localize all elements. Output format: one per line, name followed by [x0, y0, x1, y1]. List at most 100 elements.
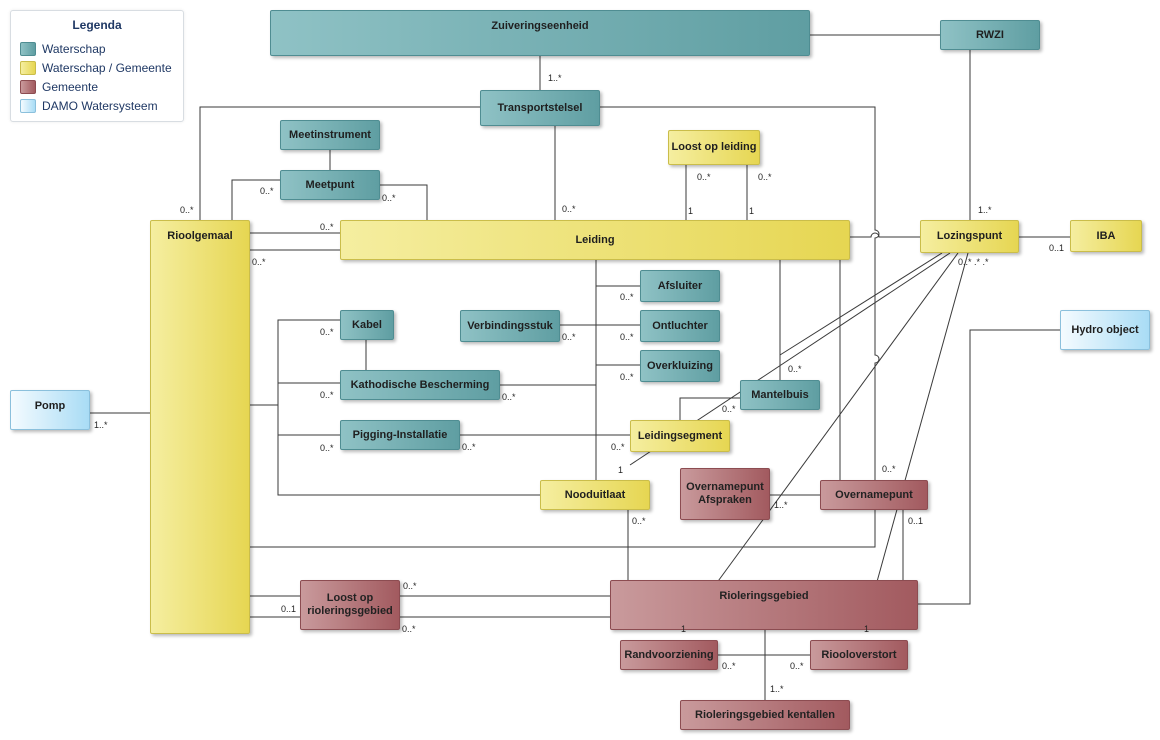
node-label: Overkluizing — [646, 359, 714, 372]
multiplicity-label: 1 — [681, 624, 687, 634]
connector — [277, 405, 540, 496]
multiplicity-label: 1..* — [548, 73, 562, 83]
node-label: Pigging-Installatie — [352, 428, 448, 441]
node-riooloverstort[interactable]: Riooloverstort — [810, 640, 908, 670]
multiplicity-label: 0..* — [462, 442, 476, 452]
multiplicity-label: 0..* — [697, 172, 711, 182]
legend-label: Waterschap / Gemeente — [42, 61, 172, 75]
node-label: Leidingsegment — [637, 429, 723, 442]
node-rwzi[interactable]: RWZI — [940, 20, 1040, 50]
multiplicity-label: 0..1 — [281, 604, 297, 614]
node-rioleringsgebied-kentallen[interactable]: Rioleringsgebied kentallen — [680, 700, 850, 730]
multiplicity-label: 0..* — [180, 205, 194, 215]
node-transportstelsel[interactable]: Transportstelsel — [480, 90, 600, 126]
multiplicity-label: 1..* — [94, 420, 108, 430]
node-meetpunt[interactable]: Meetpunt — [280, 170, 380, 200]
multiplicity-label: 1 — [864, 624, 870, 634]
node-label: Meetinstrument — [289, 128, 371, 141]
node-verbindingsstuk[interactable]: Verbindingsstuk — [460, 310, 560, 342]
node-leidingsegment[interactable]: Leidingsegment — [630, 420, 730, 452]
connector — [250, 319, 340, 406]
node-ontluchter[interactable]: Ontluchter — [640, 310, 720, 342]
multiplicity-label: 1..* — [978, 205, 992, 215]
multiplicity-label: 1 — [688, 206, 694, 216]
node-mantelbuis[interactable]: Mantelbuis — [740, 380, 820, 410]
node-leiding[interactable]: Leiding — [340, 220, 850, 260]
node-overnamepunt[interactable]: Overnamepunt — [820, 480, 928, 510]
multiplicity-label: 0..* — [320, 222, 334, 232]
node-kathodische-bescherming[interactable]: Kathodische Bescherming — [340, 370, 500, 400]
node-label: Verbindingsstuk — [467, 319, 553, 332]
node-label: Afsluiter — [657, 279, 703, 292]
multiplicity-label: 0..* — [562, 204, 576, 214]
multiplicity-label: 0..1 — [908, 516, 924, 526]
multiplicity-label: 1 — [749, 206, 755, 216]
multiplicity-label: 0..* — [320, 327, 334, 337]
node-label: IBA — [1096, 229, 1116, 242]
node-randvoorziening[interactable]: Randvoorziening — [620, 640, 718, 670]
connector — [850, 232, 920, 238]
legend-label: DAMO Watersysteem — [42, 99, 158, 113]
legend-label: Gemeente — [42, 80, 99, 94]
node-hydro-object[interactable]: Hydro object — [1060, 310, 1150, 350]
node-afsluiter[interactable]: Afsluiter — [640, 270, 720, 302]
node-label: Rioolgemaal — [167, 230, 233, 242]
multiplicity-label: 1 — [618, 465, 624, 475]
node-label: Lozingspunt — [936, 230, 1003, 242]
multiplicity-label: 0..* — [790, 661, 804, 671]
multiplicity-label: 0..* — [758, 172, 772, 182]
multiplicity-label: 0..* — [632, 516, 646, 526]
legend-item-waterschap: Waterschap — [20, 42, 106, 56]
node-label: Hydro object — [1071, 323, 1139, 336]
node-overkluizing[interactable]: Overkluizing — [640, 350, 720, 382]
connector — [250, 106, 880, 548]
node-label: Kathodische Bescherming — [350, 378, 490, 391]
legend-swatch-damo — [20, 99, 36, 113]
multiplicity-label: 0..* — [722, 661, 736, 671]
legend-swatch-gemeente — [20, 80, 36, 94]
node-label: Transportstelsel — [497, 101, 583, 114]
node-rioleringsgebied[interactable]: Rioleringsgebied — [610, 580, 918, 630]
node-pomp[interactable]: Pomp — [10, 390, 90, 430]
multiplicity-label: 0..* — [562, 332, 576, 342]
node-overnamepunt-afspraken[interactable]: Overnamepunt Afspraken — [680, 468, 770, 520]
node-rioolgemaal[interactable]: Rioolgemaal — [150, 220, 250, 634]
node-loost-op-leiding[interactable]: Loost op leiding — [668, 130, 760, 165]
connector — [679, 397, 740, 420]
node-nooduitlaat[interactable]: Nooduitlaat — [540, 480, 650, 510]
connector — [199, 106, 480, 220]
node-label: Overnamepunt Afspraken — [686, 481, 764, 506]
legend-item-damo: DAMO Watersysteem — [20, 99, 158, 113]
node-label: Loost op leiding — [671, 141, 757, 153]
multiplicity-label: 0..* — [320, 443, 334, 453]
node-zuiveringseenheid[interactable]: Zuiveringseenheid — [270, 10, 810, 56]
node-label: Pomp — [34, 400, 66, 412]
node-pigging-installatie[interactable]: Pigging-Installatie — [340, 420, 460, 450]
legend-title: Legenda — [72, 18, 122, 32]
connector — [231, 179, 280, 220]
multiplicity-label: 0..* — [403, 581, 417, 591]
multiplicity-label: 0..* — [252, 257, 266, 267]
multiplicity-label: 0..* — [620, 332, 634, 342]
legend-label: Waterschap — [42, 42, 106, 56]
legend-swatch-waterschap — [20, 42, 36, 56]
node-label: Zuiveringseenheid — [491, 20, 589, 32]
legend-swatch-waterschap-gemeente — [20, 61, 36, 75]
node-lozingspunt[interactable]: Lozingspunt — [920, 220, 1019, 253]
multiplicity-label: 0..* — [502, 392, 516, 402]
node-kabel[interactable]: Kabel — [340, 310, 394, 340]
node-label: Rioleringsgebied — [719, 590, 809, 602]
node-loost-op-rioleringsgebied[interactable]: Loost op rioleringsgebied — [300, 580, 400, 630]
multiplicity-label: 0..* — [320, 390, 334, 400]
multiplicity-label: 0..* — [882, 464, 896, 474]
node-meetinstrument[interactable]: Meetinstrument — [280, 120, 380, 150]
node-label: Rioleringsgebied kentallen — [695, 708, 835, 721]
connector — [779, 252, 943, 356]
node-label: Overnamepunt — [835, 488, 913, 501]
node-label: Mantelbuis — [751, 388, 809, 401]
connector — [685, 252, 959, 626]
multiplicity-label: 0..* — [260, 186, 274, 196]
node-iba[interactable]: IBA — [1070, 220, 1142, 252]
multiplicity-label: 0..* — [620, 372, 634, 382]
